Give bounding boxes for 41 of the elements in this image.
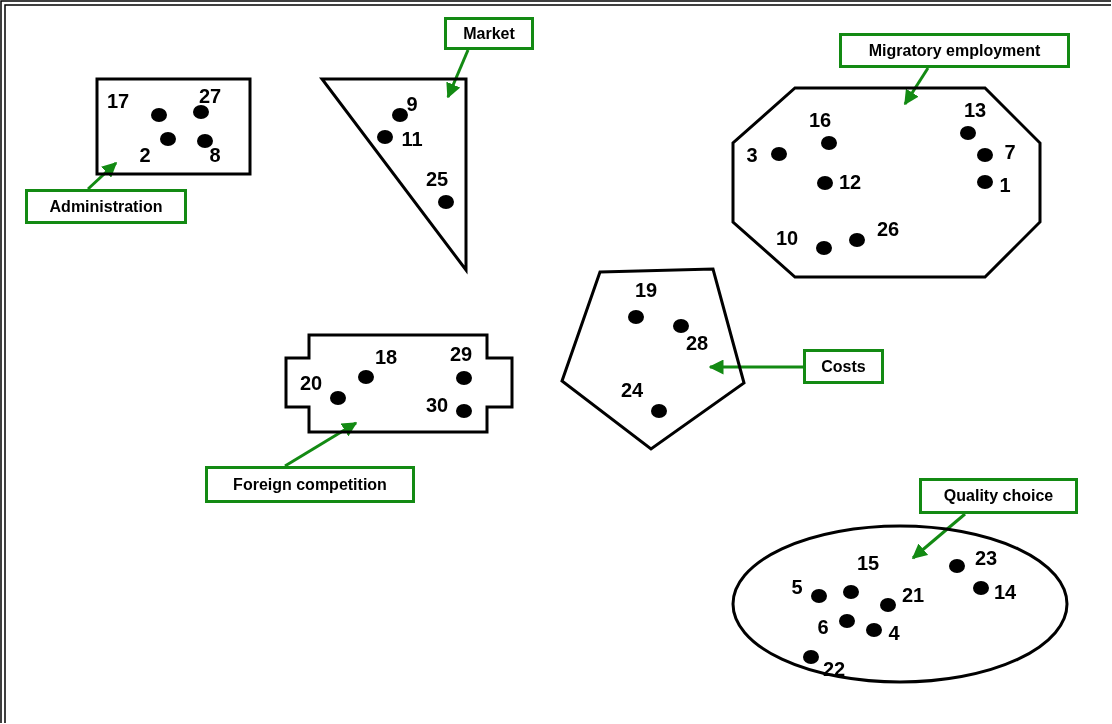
point-number: 17 — [106, 91, 130, 111]
point-number: 30 — [425, 395, 449, 415]
arrow — [446, 49, 470, 99]
category-label: Migratory employment — [839, 33, 1070, 68]
arrow — [911, 512, 966, 560]
point-number: 3 — [746, 145, 758, 165]
point-number: 21 — [901, 585, 925, 605]
point-number: 19 — [634, 280, 658, 300]
point-number: 5 — [791, 577, 803, 597]
point-number: 9 — [406, 94, 418, 114]
arrow — [284, 421, 358, 468]
point-number: 20 — [299, 373, 323, 393]
arrow — [86, 161, 118, 191]
point-number: 1 — [999, 175, 1011, 195]
point-number: 25 — [425, 169, 449, 189]
category-label: Foreign competition — [205, 466, 415, 503]
category-label: Administration — [25, 189, 187, 224]
point-number: 13 — [963, 100, 987, 120]
point-number: 12 — [838, 172, 862, 192]
point-number: 15 — [856, 553, 880, 573]
point-number: 8 — [209, 145, 221, 165]
category-label: Costs — [803, 349, 884, 384]
point-number: 16 — [808, 110, 832, 130]
point-number: 4 — [888, 623, 900, 643]
point-number: 10 — [775, 228, 799, 248]
point-number: 7 — [1004, 142, 1016, 162]
point-number: 26 — [876, 219, 900, 239]
point-number: 6 — [817, 617, 829, 637]
point-number: 2 — [139, 145, 151, 165]
point-number: 14 — [993, 582, 1017, 602]
point-number: 28 — [685, 333, 709, 353]
point-number: 11 — [401, 129, 423, 149]
category-label: Market — [444, 17, 534, 50]
point-number: 27 — [198, 86, 222, 106]
category-label: Quality choice — [919, 478, 1078, 514]
arrow — [903, 67, 930, 106]
point-number: 18 — [374, 347, 398, 367]
point-number: 29 — [449, 344, 473, 364]
point-number: 23 — [974, 548, 998, 568]
arrow — [708, 359, 803, 375]
point-number: 24 — [620, 380, 644, 400]
